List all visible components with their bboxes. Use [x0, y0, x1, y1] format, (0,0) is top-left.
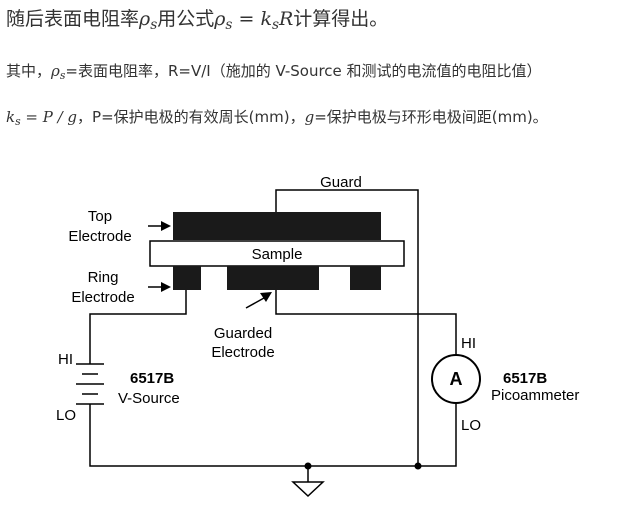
ring-electrode-label-line1: Ring	[88, 269, 119, 286]
meter-lo-label: LO	[461, 417, 481, 434]
source-name-label: V-Source	[118, 390, 180, 407]
guard-wire	[275, 189, 419, 466]
guarded-electrode-label-line1: Guarded	[214, 325, 272, 342]
top-electrode	[173, 212, 381, 240]
ring-electrode-wire	[89, 290, 187, 364]
meter-name-label: Picoammeter	[491, 387, 579, 404]
junction-dot	[304, 462, 312, 470]
meter-hi-label: HI	[461, 335, 476, 352]
guarded-electrode-arrow	[245, 297, 265, 309]
measurement-circuit-diagram: Sample A Guard Top Electrode Ring Electr…	[56, 174, 579, 498]
meter-model-label: 6517B	[503, 370, 547, 387]
source-hi-label: HI	[58, 351, 73, 368]
ring-electrode-left	[173, 266, 201, 290]
source-model-label: 6517B	[130, 370, 174, 387]
guarded-electrode-wire	[275, 290, 457, 355]
intro-sentence: 随后表面电阻率ρs用公式ρs = ksR计算得出。	[6, 8, 389, 33]
top-electrode-arrowhead	[161, 221, 171, 231]
ground-bus	[89, 404, 457, 467]
picoammeter-symbol	[431, 354, 481, 404]
top-electrode-label-line2: Electrode	[68, 228, 131, 245]
ring-electrode-right	[350, 266, 381, 290]
guarded-electrode	[227, 266, 319, 290]
guarded-electrode-arrowhead	[260, 292, 272, 302]
source-lo-label: LO	[56, 407, 76, 424]
definition-ks: ks = P / g，P=保护电极的有效周长(mm)，g=保护电极与环形电极间距…	[6, 108, 548, 129]
ground-symbol	[291, 481, 325, 498]
definition-rho: 其中，ρs=表面电阻率，R=V/I（施加的 V-Source 和测试的电流值的电…	[6, 62, 542, 83]
guarded-electrode-label-line2: Electrode	[211, 344, 274, 361]
sample-slab	[149, 240, 405, 267]
picoammeter-a-label: A	[450, 369, 463, 389]
ring-electrode-label-line2: Electrode	[71, 289, 134, 306]
ring-electrode-arrowhead	[161, 282, 171, 292]
sample-label: Sample	[252, 246, 303, 263]
top-electrode-label-line1: Top	[88, 208, 112, 225]
guard-label: Guard	[320, 174, 362, 191]
junction-dot	[414, 462, 422, 470]
